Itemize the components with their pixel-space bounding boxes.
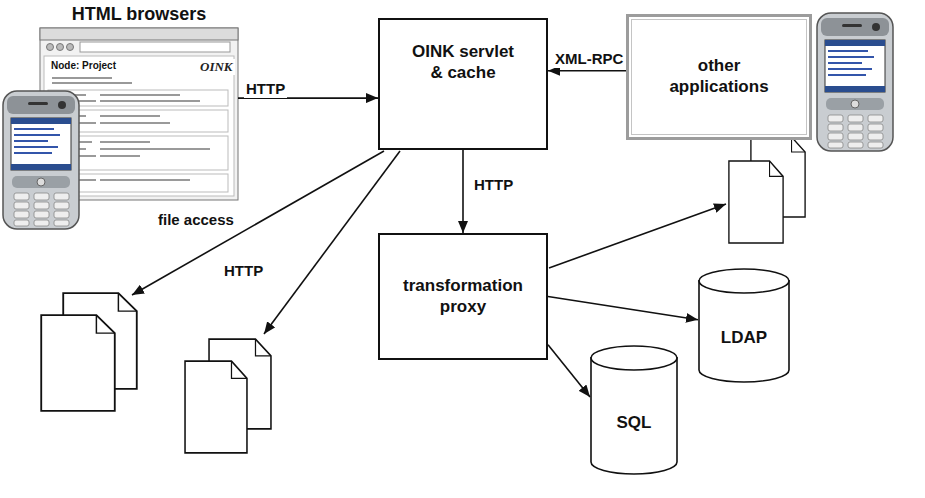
access-arrow	[549, 204, 726, 268]
connector-arrow	[548, 70, 626, 72]
browser-screenshot	[67, 44, 74, 51]
document-stack	[185, 361, 247, 453]
servlet-box: OINK servlet & cache	[378, 18, 548, 150]
connector-arrow	[548, 297, 698, 320]
browser-screenshot	[100, 115, 160, 117]
phone-illustration	[3, 91, 79, 229]
connector-arrow	[462, 150, 464, 233]
database-cylinder: SQL	[590, 345, 678, 475]
phone-illustration	[817, 13, 893, 151]
browser-screenshot	[100, 100, 200, 102]
browser-screenshot	[100, 179, 190, 181]
proxy-box: transformation proxy	[378, 233, 548, 360]
browser-screenshot	[100, 155, 140, 157]
browser-screenshot	[52, 77, 112, 79]
client-group: HTML browsers	[40, 4, 238, 200]
document-stack	[41, 315, 115, 411]
node-text: transformation proxy	[398, 276, 528, 317]
connector-label: HTTP	[472, 176, 515, 194]
browser-screenshot	[47, 44, 54, 51]
connector-label: XML-RPC	[553, 50, 625, 68]
page-heading: Node: Project	[49, 60, 118, 72]
connector-label: HTTP	[244, 80, 287, 98]
node-text: SQL	[617, 413, 652, 434]
browser-screenshot	[100, 148, 210, 150]
browser-screenshot	[57, 44, 64, 51]
document-stack	[185, 339, 271, 453]
application-box: other applications	[626, 14, 812, 140]
connector-label: file access	[156, 211, 236, 229]
node-text: other applications	[663, 56, 775, 97]
node-text: LDAP	[721, 328, 767, 349]
node-text: HTML browsers	[40, 4, 238, 26]
connector-arrow	[548, 345, 590, 397]
document-stack	[41, 293, 137, 411]
directory-cylinder: LDAP	[698, 268, 790, 383]
browser-screenshot	[40, 28, 238, 40]
connector-label: HTTP	[222, 262, 265, 280]
browser-screenshot	[100, 94, 180, 96]
document-stack	[729, 161, 783, 243]
logo-text: OINK	[198, 59, 235, 75]
browser-screenshot	[100, 141, 150, 143]
browser-screenshot	[52, 82, 132, 84]
browser-screenshot	[80, 42, 230, 52]
cylinder-outline	[698, 268, 790, 383]
node-text: OINK servlet & cache	[406, 42, 520, 83]
browser-screenshot	[100, 122, 170, 124]
document-stack	[729, 137, 805, 243]
cylinder-outline	[590, 345, 678, 475]
